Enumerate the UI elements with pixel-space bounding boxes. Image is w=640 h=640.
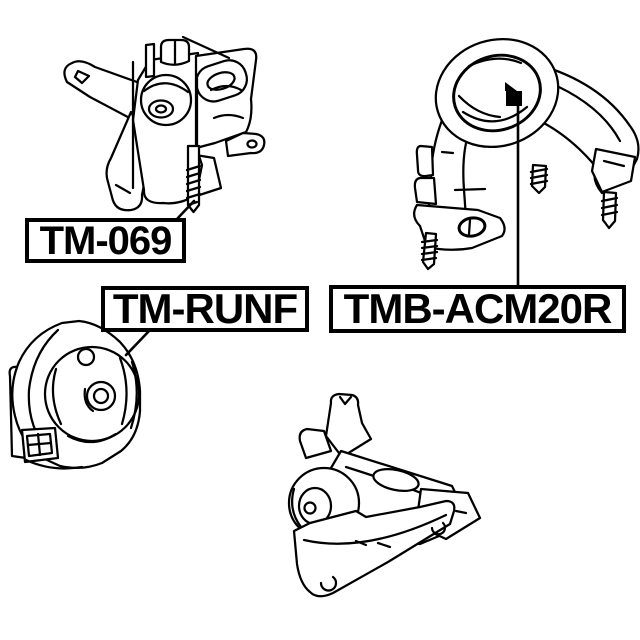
foot-bolt-hole xyxy=(457,216,487,238)
engine-mount-drawing-top-left xyxy=(63,35,266,214)
part-number-tm069: TM-069 xyxy=(39,218,173,263)
threaded-stud xyxy=(600,190,619,230)
bolt-hole xyxy=(430,521,447,536)
part-label-box-tmb-acm20r: TMB-ACM20R xyxy=(329,285,626,333)
marker-pointer xyxy=(505,82,517,91)
part-number-tm-runf: TM-RUNF xyxy=(112,285,298,332)
threaded-stud xyxy=(420,231,439,271)
leader-line-tm069 xyxy=(175,199,196,221)
center-hub xyxy=(85,380,117,412)
threaded-stud xyxy=(529,163,549,195)
engine-mount-drawing-bottom-center xyxy=(287,392,482,598)
base-plate xyxy=(292,499,456,598)
engine-mount-drawing-bottom-left xyxy=(8,319,142,470)
marker-square xyxy=(506,91,522,106)
part-label-box-tm069: TM-069 xyxy=(25,218,186,263)
part-label-box-tm-runf: TM-RUNF xyxy=(101,286,309,332)
leader-lines xyxy=(124,104,520,357)
engine-mount-drawing-top-right xyxy=(413,37,640,271)
part-number-tmb-acm20r: TMB-ACM20R xyxy=(343,285,613,332)
threaded-stud xyxy=(185,144,202,214)
arm-tip-hole xyxy=(73,69,91,85)
bolt-hole xyxy=(319,575,338,592)
leader-line-tm-runf xyxy=(124,328,152,357)
arm-bolt-hole xyxy=(246,139,258,149)
